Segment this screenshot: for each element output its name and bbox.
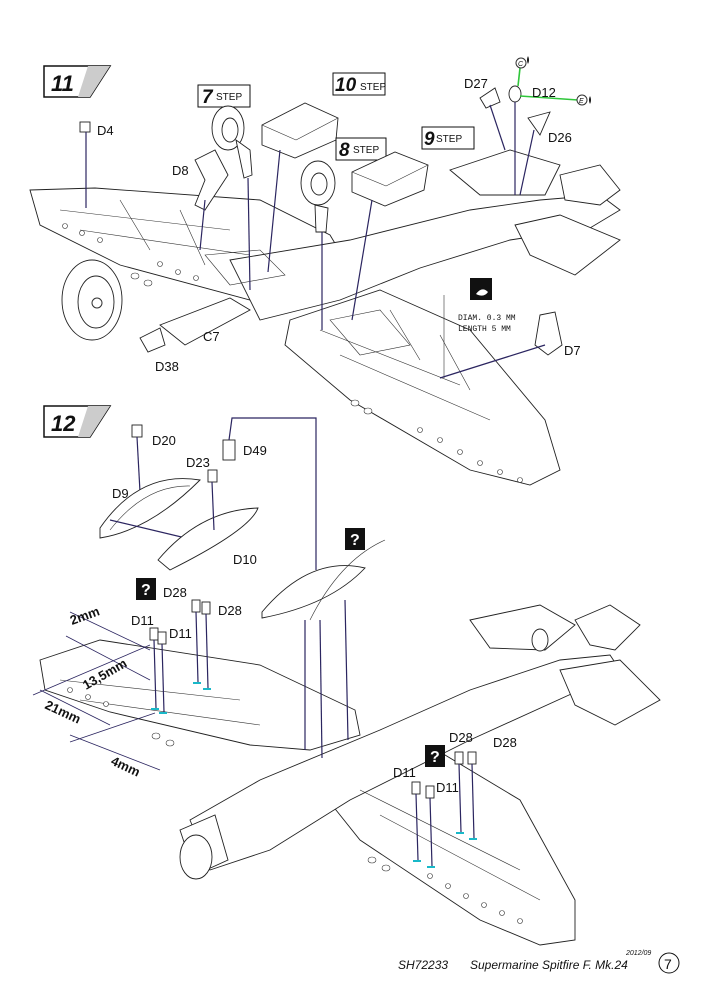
marker-c: C (518, 61, 524, 68)
svg-text:?: ? (141, 582, 151, 599)
svg-text:10: 10 (335, 75, 357, 96)
step-7-group: 7 STEP (197, 84, 253, 291)
step-10-badge: 10 STEP (332, 72, 386, 96)
drill-diameter: DIAM. 0.3 MM (458, 314, 516, 323)
parts-right-pylons: D28 D28 D11 D11 (393, 730, 517, 868)
question-icon: ? (425, 745, 445, 767)
glue-drop-icon (527, 56, 529, 64)
section-12-badge: 12 (43, 405, 112, 438)
step-9-badge: 9 STEP (421, 126, 475, 150)
step-9-group: 9 STEP (351, 126, 475, 321)
label-d11-a: D11 (131, 613, 154, 628)
airframe-top (29, 149, 621, 486)
label-d11-d: D11 (436, 780, 459, 795)
label-d4: D4 (97, 123, 114, 138)
kit-title: Supermarine Spitfire F. Mk.24 (470, 958, 628, 972)
label-d7: D7 (564, 343, 581, 358)
label-d20: D20 (152, 433, 176, 448)
footer: SH72233 Supermarine Spitfire F. Mk.24 20… (398, 950, 680, 974)
step-8-badge: 8 STEP (335, 137, 387, 161)
airframe-bottom (39, 604, 661, 946)
svg-text:?: ? (430, 749, 440, 766)
svg-text:STEP: STEP (353, 145, 379, 156)
label-d10: D10 (233, 552, 257, 567)
step-7-badge: 7 STEP (197, 84, 251, 108)
print-date: 2012/09 (625, 950, 651, 957)
dim-4mm: 4mm (109, 753, 143, 779)
part-d23: D23 (186, 455, 218, 531)
part-d20: D20 (131, 424, 176, 493)
question-icon: ? (136, 578, 156, 600)
svg-text:8: 8 (339, 140, 350, 161)
svg-text:9: 9 (424, 129, 435, 150)
label-d12: D12 (532, 85, 556, 100)
label-d11-b: D11 (169, 626, 192, 641)
wheel-part (61, 259, 123, 341)
part-c7-drawing (139, 297, 251, 353)
section-11-number: 11 (51, 71, 74, 96)
label-d11-c: D11 (393, 765, 416, 780)
label-d27: D27 (464, 76, 488, 91)
section-11-badge: 11 (43, 65, 112, 98)
drop-tank (261, 539, 386, 759)
drill-note: DIAM. 0.3 MM LENGTH 5 MM (443, 278, 516, 378)
step-10-group: 10 STEP (261, 72, 386, 273)
dim-2mm: 2mm (68, 603, 102, 627)
part-d7: D7 (439, 311, 581, 379)
svg-text:STEP: STEP (216, 92, 242, 103)
label-c7: C7 (203, 329, 220, 344)
part-d27: D27 (464, 76, 506, 151)
part-d10: D10 (157, 507, 259, 571)
label-d8: D8 (172, 163, 189, 178)
question-icon: ? (345, 528, 365, 550)
glue-drop-icon (589, 96, 591, 104)
marker-e: E (579, 98, 584, 105)
section-11: 11 (29, 56, 621, 486)
part-d49: D49 (222, 417, 317, 570)
part-d26: D26 (519, 111, 572, 196)
svg-text:7: 7 (202, 87, 214, 108)
svg-text:?: ? (350, 532, 360, 549)
label-d38: D38 (155, 359, 179, 374)
part-d12: C E D12 (508, 56, 591, 195)
svg-text:STEP: STEP (436, 134, 462, 145)
page-number-circle (658, 952, 680, 974)
label-d28-c: D28 (449, 730, 473, 745)
parts-left-pylons: D28 D28 D11 D11 (131, 585, 242, 714)
drill-length: LENGTH 5 MM (458, 325, 511, 334)
kit-code: SH72233 (398, 958, 448, 972)
svg-text:STEP: STEP (360, 82, 386, 93)
step-8-group: 8 STEP (300, 137, 387, 330)
part-d8: D8 (172, 149, 229, 251)
drill-hand-icon (470, 278, 492, 300)
label-d26: D26 (548, 130, 572, 145)
label-d28-b: D28 (218, 603, 242, 618)
page-number: 7 (664, 956, 672, 972)
label-d9: D9 (112, 486, 129, 501)
label-d28-d: D28 (493, 735, 517, 750)
section-12-number: 12 (51, 411, 76, 436)
label-d23: D23 (186, 455, 210, 470)
label-d28-a: D28 (163, 585, 187, 600)
label-d49: D49 (243, 443, 267, 458)
section-12: 12 D20 (32, 405, 661, 946)
part-d4: D4 (79, 121, 114, 208)
